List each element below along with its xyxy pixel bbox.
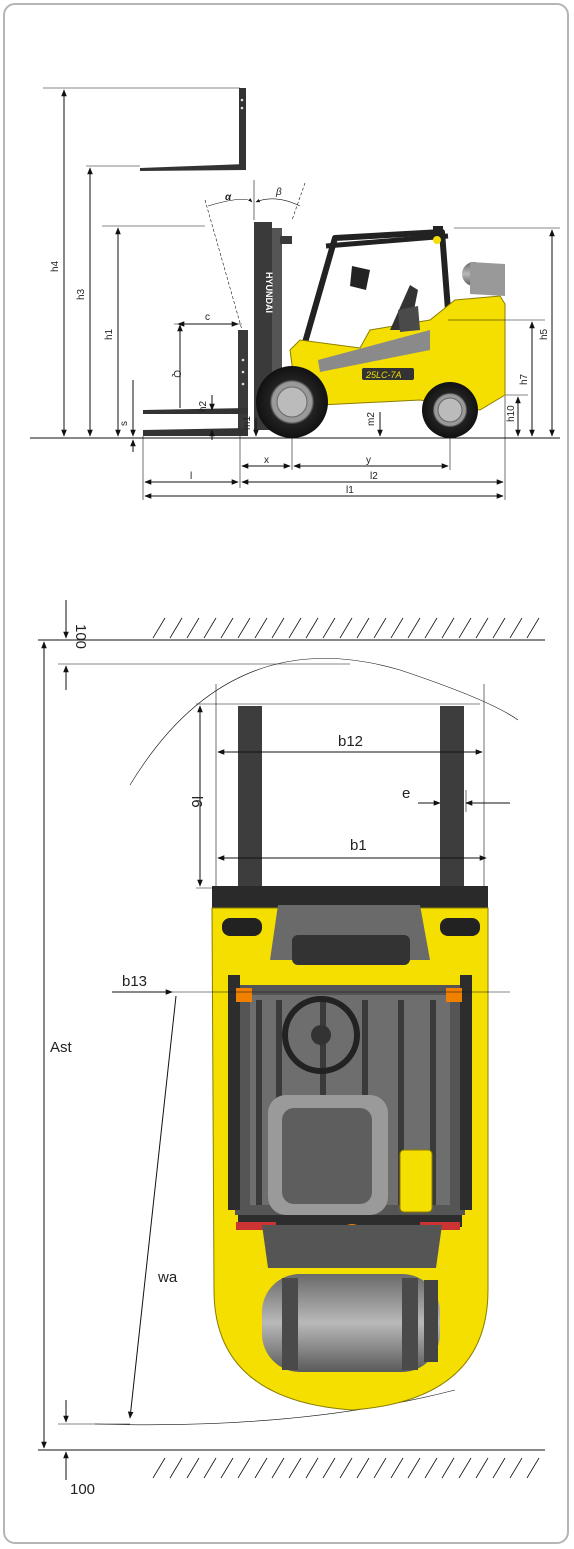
- label-h1: h1: [104, 328, 115, 340]
- raised-fork: [140, 88, 246, 171]
- label-x: x: [264, 455, 269, 466]
- wall-hatch: [526, 617, 540, 639]
- wall-hatch: [407, 1457, 421, 1479]
- wall-hatch: [220, 617, 234, 639]
- wall-hatch: [390, 1457, 404, 1479]
- wall-hatch: [254, 1457, 268, 1479]
- wall-hatch: [152, 617, 166, 639]
- wall-hatch: [203, 1457, 217, 1479]
- rear-wheel: [422, 382, 478, 438]
- front-wheel: [256, 366, 328, 438]
- wall-hatch: [475, 1457, 489, 1479]
- label-Q: Q: [171, 370, 182, 378]
- wall-hatch: [288, 617, 302, 639]
- wall-hatch: [441, 1457, 455, 1479]
- wall-hatch: [186, 617, 200, 639]
- wall-hatch: [475, 617, 489, 639]
- truck-body-top: [211, 905, 489, 1411]
- label-y: y: [366, 455, 371, 466]
- label-m2: m2: [366, 412, 377, 426]
- wall-hatch: [237, 1457, 251, 1479]
- label-100-bottom: 100: [70, 1481, 95, 1498]
- label-h7: h7: [519, 373, 530, 385]
- wall-hatch: [390, 617, 404, 639]
- steering-wheel: [282, 996, 360, 1074]
- label-b13: b13: [122, 973, 147, 990]
- wall-hatch: [186, 1457, 200, 1479]
- fork-carriage: [212, 886, 488, 908]
- wall-hatch: [373, 617, 387, 639]
- wall-hatch: [271, 1457, 285, 1479]
- top-view: 100 Ast 100 l6 b12 b1 e: [38, 600, 545, 1498]
- label-beta: β: [275, 187, 282, 198]
- label-h4: h4: [50, 260, 61, 272]
- top-wall: [152, 617, 540, 639]
- wall-hatch: [492, 1457, 506, 1479]
- label-l1: l1: [346, 485, 354, 496]
- model-text: 25LC-7A: [365, 370, 402, 380]
- label-b1: b1: [350, 837, 367, 854]
- mast-brand: HYUNDAI: [264, 272, 274, 313]
- truck-body: 25LC-7A: [289, 262, 506, 411]
- wall-hatch: [203, 617, 217, 639]
- lowered-fork: [143, 330, 248, 436]
- wall-hatch: [339, 1457, 353, 1479]
- wall-hatch: [373, 1457, 387, 1479]
- wall-hatch: [526, 1457, 540, 1479]
- wall-hatch: [441, 617, 455, 639]
- wall-hatch: [424, 617, 438, 639]
- wall-hatch: [492, 617, 506, 639]
- label-h5: h5: [539, 328, 550, 340]
- wall-hatch: [356, 617, 370, 639]
- wall-hatch: [152, 1457, 166, 1479]
- wall-hatch: [169, 617, 183, 639]
- label-m1: m1: [242, 416, 253, 430]
- label-e: e: [402, 785, 410, 802]
- wall-hatch: [424, 1457, 438, 1479]
- label-h2: h2: [198, 400, 209, 412]
- wall-hatch: [458, 1457, 472, 1479]
- wall-hatch: [220, 1457, 234, 1479]
- wall-hatch: [339, 617, 353, 639]
- side-view: HYUNDAI 25LC-7A: [30, 87, 560, 500]
- wall-hatch: [407, 617, 421, 639]
- wall-hatch: [322, 617, 336, 639]
- bottom-wall: [152, 1457, 540, 1479]
- wall-hatch: [509, 1457, 523, 1479]
- label-c: c: [205, 312, 210, 323]
- wall-hatch: [271, 617, 285, 639]
- label-Ast: Ast: [50, 1039, 73, 1056]
- label-l6: l6: [188, 796, 205, 808]
- wall-hatch: [356, 1457, 370, 1479]
- wall-hatch: [254, 617, 268, 639]
- wall-hatch: [169, 1457, 183, 1479]
- label-s: s: [119, 421, 130, 426]
- label-l2: l2: [370, 471, 378, 482]
- wall-hatch: [237, 617, 251, 639]
- label-wa: wa: [157, 1269, 178, 1286]
- label-l: l: [190, 471, 192, 482]
- wall-hatch: [322, 1457, 336, 1479]
- label-h10: h10: [506, 405, 517, 422]
- lpg-cylinder: [262, 1274, 440, 1372]
- wall-hatch: [509, 617, 523, 639]
- wall-hatch: [288, 1457, 302, 1479]
- label-alpha: α: [225, 192, 232, 203]
- wall-hatch: [458, 617, 472, 639]
- model-badge: [362, 368, 414, 380]
- wall-hatch: [305, 1457, 319, 1479]
- wall-hatch: [305, 617, 319, 639]
- overhead-guard: [297, 226, 451, 361]
- label-h3: h3: [76, 288, 87, 300]
- label-b12: b12: [338, 733, 363, 750]
- label-100-top: 100: [72, 624, 89, 649]
